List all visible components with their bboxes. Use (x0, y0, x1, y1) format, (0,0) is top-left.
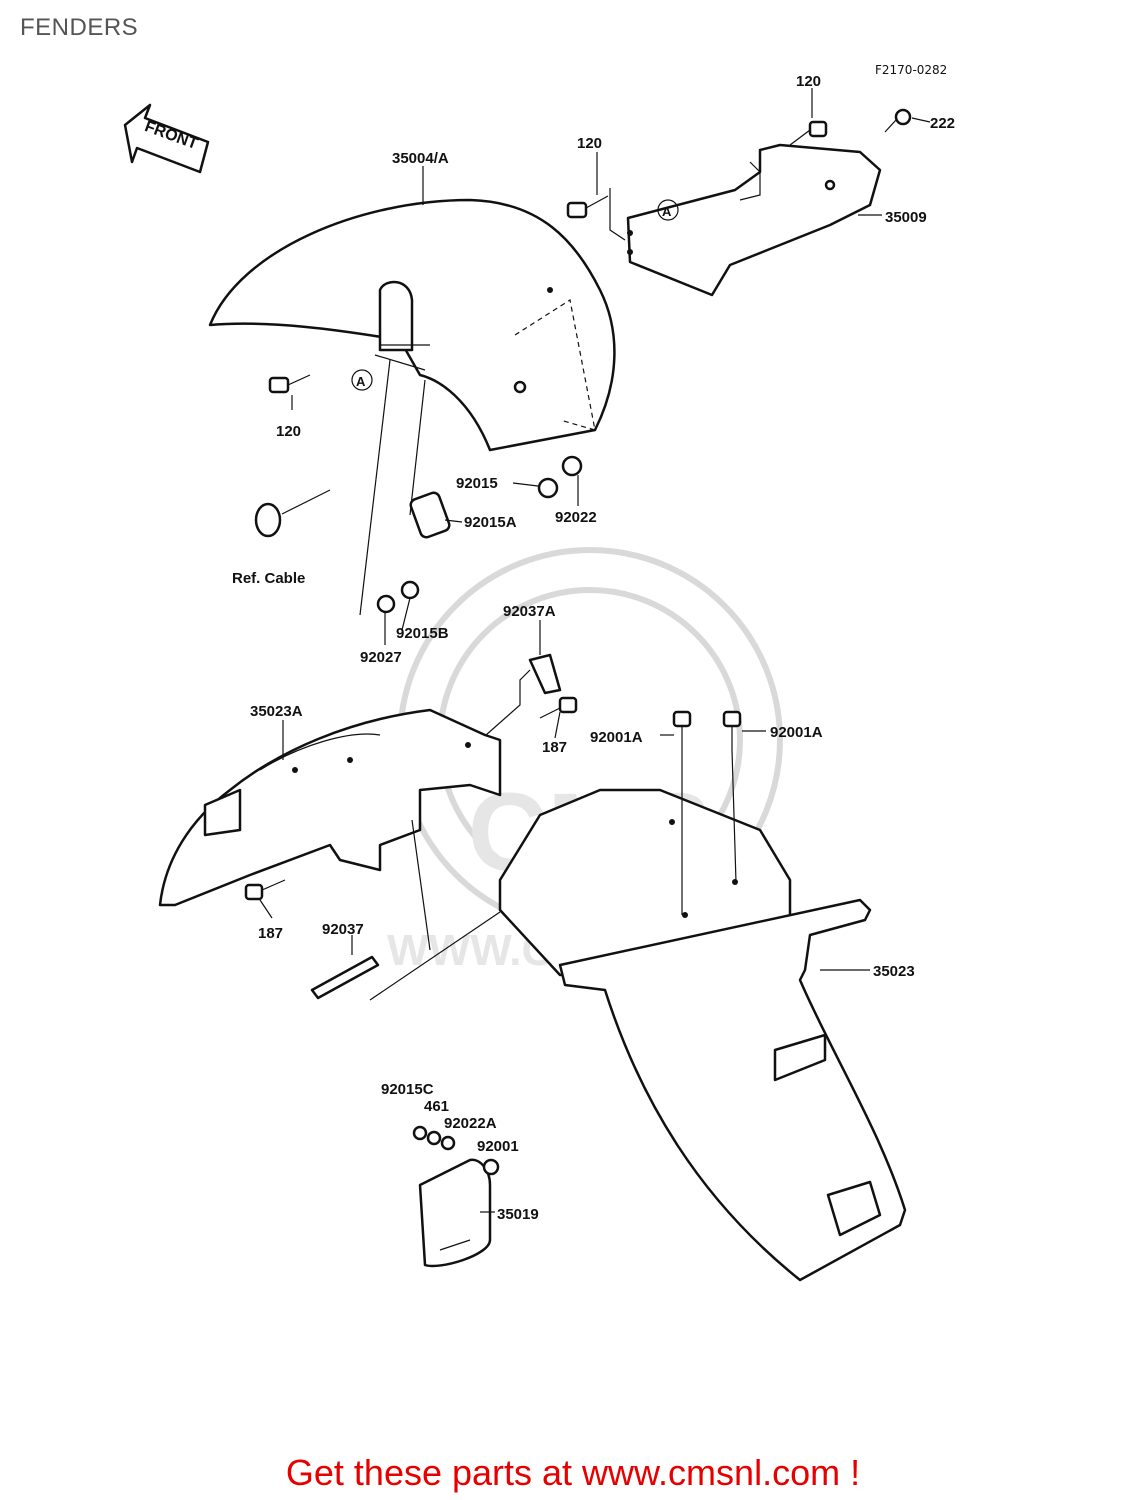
part-label: 120 (577, 135, 602, 152)
bolt-icon[interactable] (244, 108, 912, 1176)
nut-icon[interactable] (376, 455, 583, 1151)
part-label: 187 (258, 925, 283, 942)
marker-label: A (662, 204, 672, 219)
part-label: 92001 (477, 1138, 519, 1155)
rear-inner-fender[interactable] (158, 708, 502, 907)
front-fender[interactable] (208, 198, 616, 452)
part-label: 35023A (250, 703, 303, 720)
part-label: 92037 (322, 921, 364, 938)
part-label: 461 (424, 1098, 449, 1115)
part-label: 187 (542, 739, 567, 756)
front-arrow-icon: FRONT (123, 103, 210, 174)
part-label: 92015B (396, 625, 449, 642)
part-label: 92001A (590, 729, 643, 746)
part-label: 92015C (381, 1081, 434, 1098)
cable-guide-icon (254, 489, 331, 538)
diagram-code: F2170-0282 (875, 63, 947, 77)
leader-lines (259, 88, 931, 1213)
part-label: 35023 (873, 963, 915, 980)
cmsnl-parts-link[interactable]: Get these parts at www.cmsnl.com ! (285, 1452, 861, 1493)
part-label: 35004/A (392, 150, 449, 167)
part-label: 92015 (456, 475, 498, 492)
part-label: 222 (930, 115, 955, 132)
license-light-cover[interactable] (418, 1158, 492, 1268)
page-title: FENDERS (20, 14, 139, 41)
part-label: 120 (276, 423, 301, 440)
part-labels: 120 222 120 35004/A 35009 120 92015 9201… (232, 73, 955, 1223)
plate-icon[interactable] (409, 491, 451, 539)
fender-bracket[interactable] (626, 143, 882, 297)
part-label: 92001A (770, 724, 823, 741)
part-label: 92022A (444, 1115, 497, 1132)
marker-label: A (356, 374, 366, 389)
part-label: Ref. Cable (232, 570, 305, 587)
part-label: 35009 (885, 209, 927, 226)
part-label: 92027 (360, 649, 402, 666)
rear-fender[interactable] (498, 788, 907, 1282)
reference-marker: A A (351, 199, 679, 391)
clamp-icon[interactable] (310, 653, 562, 1000)
part-label: 92015A (464, 514, 517, 531)
part-label: 35019 (497, 1206, 539, 1223)
part-label: 92022 (555, 509, 597, 526)
part-label: 120 (796, 73, 821, 90)
part-label: 92037A (503, 603, 556, 620)
